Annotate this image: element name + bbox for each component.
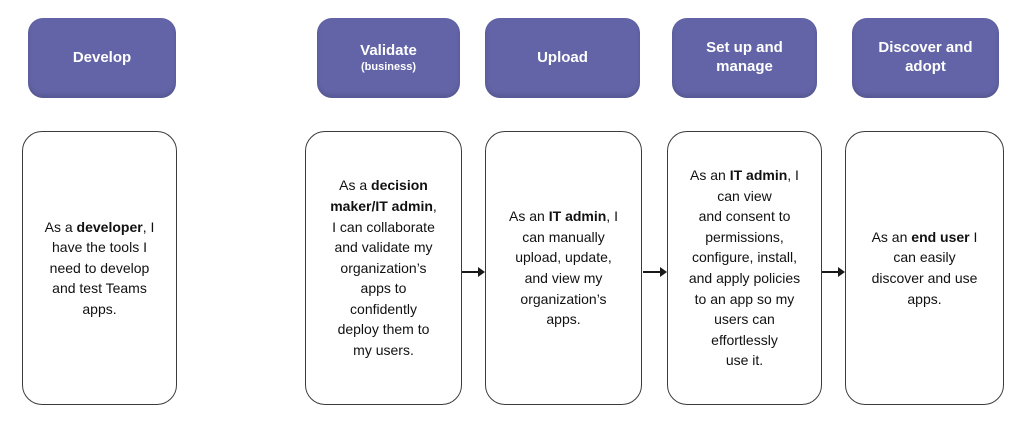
arrow-shaft <box>822 271 840 273</box>
stage-header-upload: Upload <box>485 18 640 98</box>
stage-card-set-up-and-manage: As an IT admin, I can view and consent t… <box>667 131 822 405</box>
stage-header-validate: Validate (business) <box>317 18 460 98</box>
arrow-shaft <box>462 271 480 273</box>
arrow-right-icon <box>838 267 845 277</box>
stage-card-text: As an IT admin, I can view and consent t… <box>688 167 801 369</box>
stage-card-validate: As a decision maker/IT admin, I can coll… <box>305 131 462 405</box>
arrow-set-up-and-manage-to-discover-and-adopt <box>822 267 845 277</box>
stage-card-develop: As a developer, I have the tools I need … <box>22 131 177 405</box>
arrow-right-icon <box>478 267 485 277</box>
stage-header-label: Upload <box>537 48 588 66</box>
stage-header-label: Discover and adopt <box>878 39 973 75</box>
stage-card-text: As a decision maker/IT admin, I can coll… <box>330 177 437 359</box>
arrow-right-icon <box>660 267 667 277</box>
stage-header-set-up-and-manage: Set up and manage <box>672 18 817 98</box>
stage-card-upload: As an IT admin, I can manually upload, u… <box>485 131 642 405</box>
arrow-shaft <box>643 271 662 273</box>
stage-card-discover-and-adopt: As an end user I can easily discover and… <box>845 131 1004 405</box>
stage-header-label: Develop <box>72 48 132 66</box>
arrow-upload-to-set-up-and-manage <box>643 267 667 277</box>
arrow-validate-to-upload <box>462 267 485 277</box>
stage-card-text: As an end user I can easily discover and… <box>871 228 978 307</box>
stage-header-develop: Develop <box>28 18 176 98</box>
stage-header-label: Set up and manage <box>706 39 783 75</box>
stage-card-text: As an IT admin, I can manually upload, u… <box>509 208 618 328</box>
stage-header-sublabel: (business) <box>360 61 416 74</box>
stage-header-label: Validate <box>360 41 417 59</box>
stage-header-discover-and-adopt: Discover and adopt <box>852 18 999 98</box>
stage-card-text: As a developer, I have the tools I need … <box>44 218 155 317</box>
